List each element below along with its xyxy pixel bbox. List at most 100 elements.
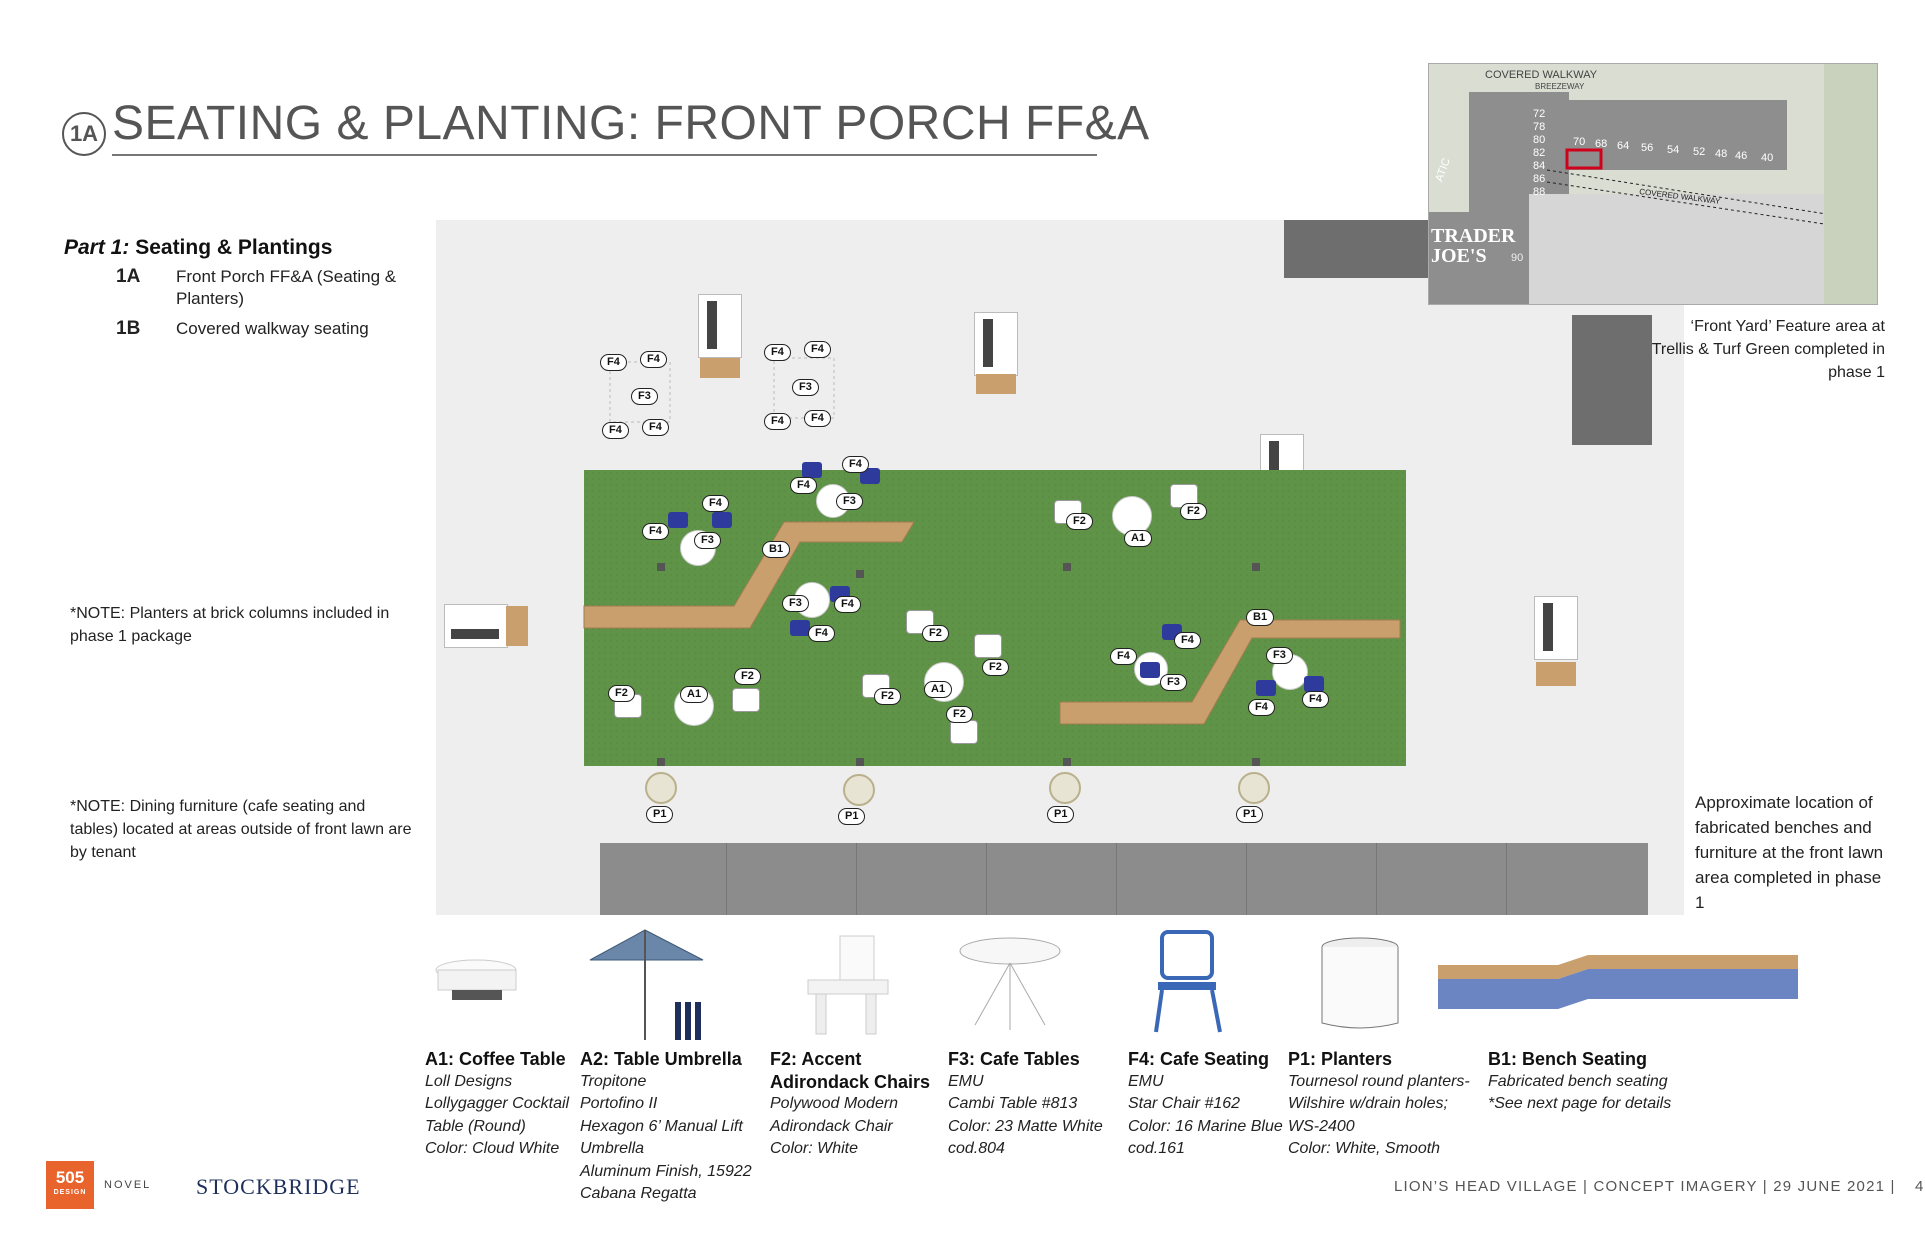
- bench-unit: [698, 294, 742, 358]
- label-p1: P1: [646, 806, 674, 823]
- label-f2: F2: [946, 706, 973, 723]
- inset-unit-number: 84: [1533, 160, 1546, 172]
- product-title-2: Adirondack Chairs: [770, 1071, 931, 1092]
- column-post: [1252, 563, 1260, 571]
- cafe-table-image: [959, 937, 1061, 1030]
- building-block: [1284, 220, 1436, 278]
- product-line: Fabricated bench seating: [1488, 1072, 1668, 1090]
- inset-unit-number: 40: [1761, 152, 1774, 164]
- label-f4: F4: [804, 410, 831, 427]
- label-f4: F4: [602, 422, 629, 439]
- label-f4: F4: [640, 351, 667, 368]
- blue-chair: [860, 468, 880, 484]
- inset-unit-number: 68: [1595, 138, 1608, 150]
- cafe-chair-image: [1154, 930, 1222, 1033]
- product-line: Tournesol round planters-: [1288, 1072, 1470, 1090]
- inset-breezeway: BREEZEWAY: [1535, 82, 1585, 91]
- stockbridge-logo: STOCKBRIDGE: [196, 1174, 361, 1199]
- inset-unit-number: 78: [1533, 121, 1546, 133]
- inset-store-number: 90: [1511, 252, 1524, 264]
- label-a1: A1: [1124, 530, 1153, 547]
- inset-unit-number: 82: [1533, 147, 1546, 159]
- title-underline: [112, 154, 1097, 156]
- product-line: Adirondack Chair: [770, 1117, 893, 1135]
- label-b1: B1: [762, 541, 791, 558]
- bench-wood: [700, 358, 740, 378]
- list-text: Covered walkway seating: [176, 319, 369, 338]
- inset-store-name: TRADER JOE'S: [1431, 225, 1516, 267]
- bench-unit: [974, 312, 1018, 376]
- planter-image: [1321, 937, 1399, 1029]
- bench-unit: [444, 604, 508, 648]
- label-f2: F2: [922, 625, 949, 642]
- product-line: Wilshire w/drain holes;: [1288, 1095, 1448, 1112]
- product-line: Polywood Modern: [770, 1095, 899, 1112]
- label-f2: F2: [734, 668, 761, 685]
- blue-chair: [1140, 662, 1160, 678]
- planter: [1049, 772, 1081, 804]
- logo-sub: DESIGN: [53, 1189, 87, 1196]
- label-f2: F2: [982, 659, 1009, 676]
- label-p1: P1: [1047, 806, 1075, 823]
- planter: [645, 772, 677, 804]
- part-title: Seating & Plantings: [135, 236, 333, 259]
- label-a1: A1: [680, 686, 709, 703]
- column-post: [657, 758, 665, 766]
- label-f4: F4: [790, 477, 817, 494]
- bench-path: [1059, 619, 1401, 725]
- label-f4: F4: [808, 625, 835, 642]
- coffee-table-image: [435, 959, 517, 1000]
- product-line: Lollygagger Cocktail: [425, 1095, 570, 1112]
- inset-unit-number: 86: [1533, 173, 1546, 185]
- product-line: Color: White: [770, 1140, 859, 1157]
- label-b1: B1: [1246, 609, 1275, 626]
- product-line: EMU: [1128, 1072, 1164, 1090]
- building-block: [1572, 315, 1652, 445]
- coffee-table: [1112, 496, 1152, 536]
- planters-note: *NOTE: Planters at brick columns include…: [70, 605, 390, 645]
- label-f3: F3: [792, 379, 819, 396]
- product-line: Hexagon 6’ Manual Lift: [580, 1117, 743, 1135]
- product-p1: P1: Planters Tournesol round planters- W…: [1288, 1048, 1470, 1161]
- label-f4: F4: [642, 523, 669, 540]
- adirondack-chair: [974, 634, 1002, 658]
- label-f4: F4: [764, 413, 791, 430]
- inset-unit-number: 48: [1715, 148, 1728, 160]
- product-title: F3: Cafe Tables: [948, 1049, 1080, 1069]
- product-line: Cabana Regatta: [580, 1185, 697, 1202]
- product-title: B1: Bench Seating: [1488, 1049, 1648, 1069]
- product-a1: A1: Coffee Table Loll Designs Lollygagge…: [425, 1048, 569, 1161]
- product-title: F4: Cafe Seating: [1128, 1049, 1270, 1069]
- blue-chair: [1304, 676, 1324, 692]
- label-f2: F2: [1180, 503, 1207, 520]
- bench-unit: [1534, 596, 1578, 660]
- footer-text: LION’S HEAD VILLAGE | CONCEPT IMAGERY | …: [1394, 1178, 1925, 1195]
- blue-chair: [802, 462, 822, 478]
- blue-chair: [712, 512, 732, 528]
- adirondack-chair: [906, 610, 934, 634]
- part-number: Part 1:: [64, 236, 130, 259]
- page-number: 4: [1915, 1178, 1925, 1195]
- adirondack-chair: [950, 720, 978, 744]
- label-f4: F4: [764, 344, 791, 361]
- product-b1: B1: Bench Seating Fabricated bench seati…: [1488, 1048, 1671, 1116]
- bench-image: [1438, 955, 1798, 1009]
- inset-unit-number: 72: [1533, 108, 1546, 120]
- product-line: Cambi Table #813: [948, 1095, 1078, 1112]
- product-line: Color: Cloud White: [425, 1140, 560, 1157]
- label-f3: F3: [1266, 647, 1293, 664]
- planter: [843, 774, 875, 806]
- dining-note: *NOTE: Dining furniture (cafe seating an…: [70, 798, 412, 861]
- label-f2: F2: [1066, 513, 1093, 530]
- site-key-map: COVERED WALKWAY BREEZEWAY COVERED WALKWA…: [1428, 63, 1878, 305]
- label-f4: F4: [600, 354, 627, 371]
- product-line: Loll Designs: [425, 1072, 513, 1090]
- section-badge: 1A: [62, 112, 106, 156]
- product-line: cod.161: [1128, 1140, 1185, 1157]
- column-post: [1063, 758, 1071, 766]
- column-post: [856, 570, 864, 578]
- inset-covered-walkway: COVERED WALKWAY: [1485, 69, 1598, 81]
- label-f3: F3: [836, 493, 863, 510]
- inset-unit-number: 54: [1667, 144, 1680, 156]
- bench-wood: [506, 606, 528, 646]
